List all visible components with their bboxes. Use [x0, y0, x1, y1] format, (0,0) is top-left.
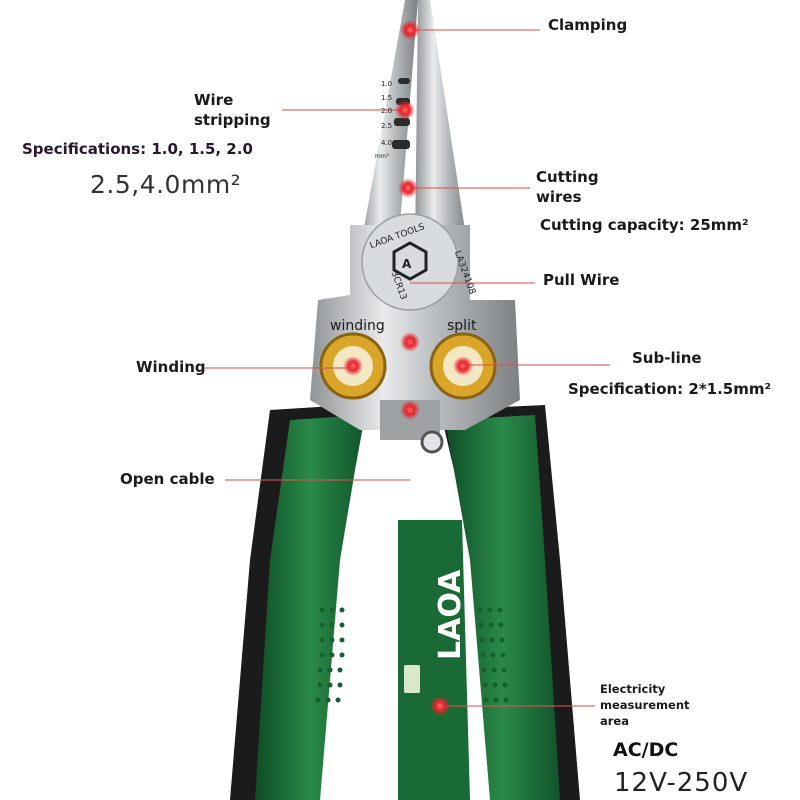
label-wire-stripping-line1: Wire: [194, 91, 234, 109]
tester-housing: [398, 520, 470, 800]
cutting-capacity: Cutting capacity: 25mm²: [540, 216, 749, 234]
brand-plate: [361, 213, 459, 311]
label-pull-wire: Pull Wire: [543, 271, 620, 289]
label-electricity-measurement: Electricity measurement area: [600, 681, 710, 729]
svg-text:A: A: [402, 257, 412, 271]
label-sub-line: Sub-line: [632, 349, 702, 367]
label-wire-stripping-line2: stripping: [194, 111, 271, 129]
label-cutting-line1: Cutting: [536, 168, 599, 186]
label-clamping: Clamping: [548, 16, 628, 34]
hotspots: [343, 20, 473, 716]
split-hole-label: split: [447, 318, 477, 334]
gauge-mark: 1.5: [381, 94, 392, 102]
label-winding: Winding: [136, 358, 206, 376]
label-measurement-line1: Electricity: [600, 682, 666, 696]
winding-hole-label: winding: [330, 318, 385, 334]
label-voltage-range: 12V-250V: [614, 768, 749, 798]
label-measurement-line3: area: [600, 714, 629, 728]
label-measurement-line2: measurement: [600, 698, 690, 712]
label-acdc: AC/DC: [613, 739, 679, 761]
gauge-mark: 1.0: [381, 80, 392, 88]
label-open-cable: Open cable: [120, 470, 215, 488]
label-cutting-wires: Cutting wires: [536, 167, 599, 207]
handle-brand-text: LAOA: [433, 569, 468, 660]
grip-dots: [315, 607, 509, 703]
pivot-screw: [420, 430, 444, 454]
left-handle: [255, 415, 365, 800]
right-jaw: [415, 0, 468, 250]
stripping-specifications-2: 2.5,4.0mm²: [90, 170, 242, 199]
gauge-mark: mm²: [375, 153, 390, 160]
label-wire-stripping: Wire stripping: [194, 90, 271, 130]
label-cutting-line2: wires: [536, 188, 582, 206]
brand-logo-icon: [392, 241, 428, 281]
gauge-mark: 2.0: [381, 107, 392, 115]
tester-window: [404, 665, 420, 693]
sub-line-specification: Specification: 2*1.5mm²: [568, 380, 772, 398]
leader-lines: [205, 29, 610, 707]
stripping-notches: [392, 78, 410, 149]
gauge-mark: 4.0: [381, 139, 392, 147]
gauge-mark: 2.5: [381, 122, 392, 130]
right-handle: [445, 415, 560, 800]
stripping-specifications: Specifications: 1.0, 1.5, 2.0: [22, 140, 253, 158]
left-jaw: [360, 0, 418, 250]
